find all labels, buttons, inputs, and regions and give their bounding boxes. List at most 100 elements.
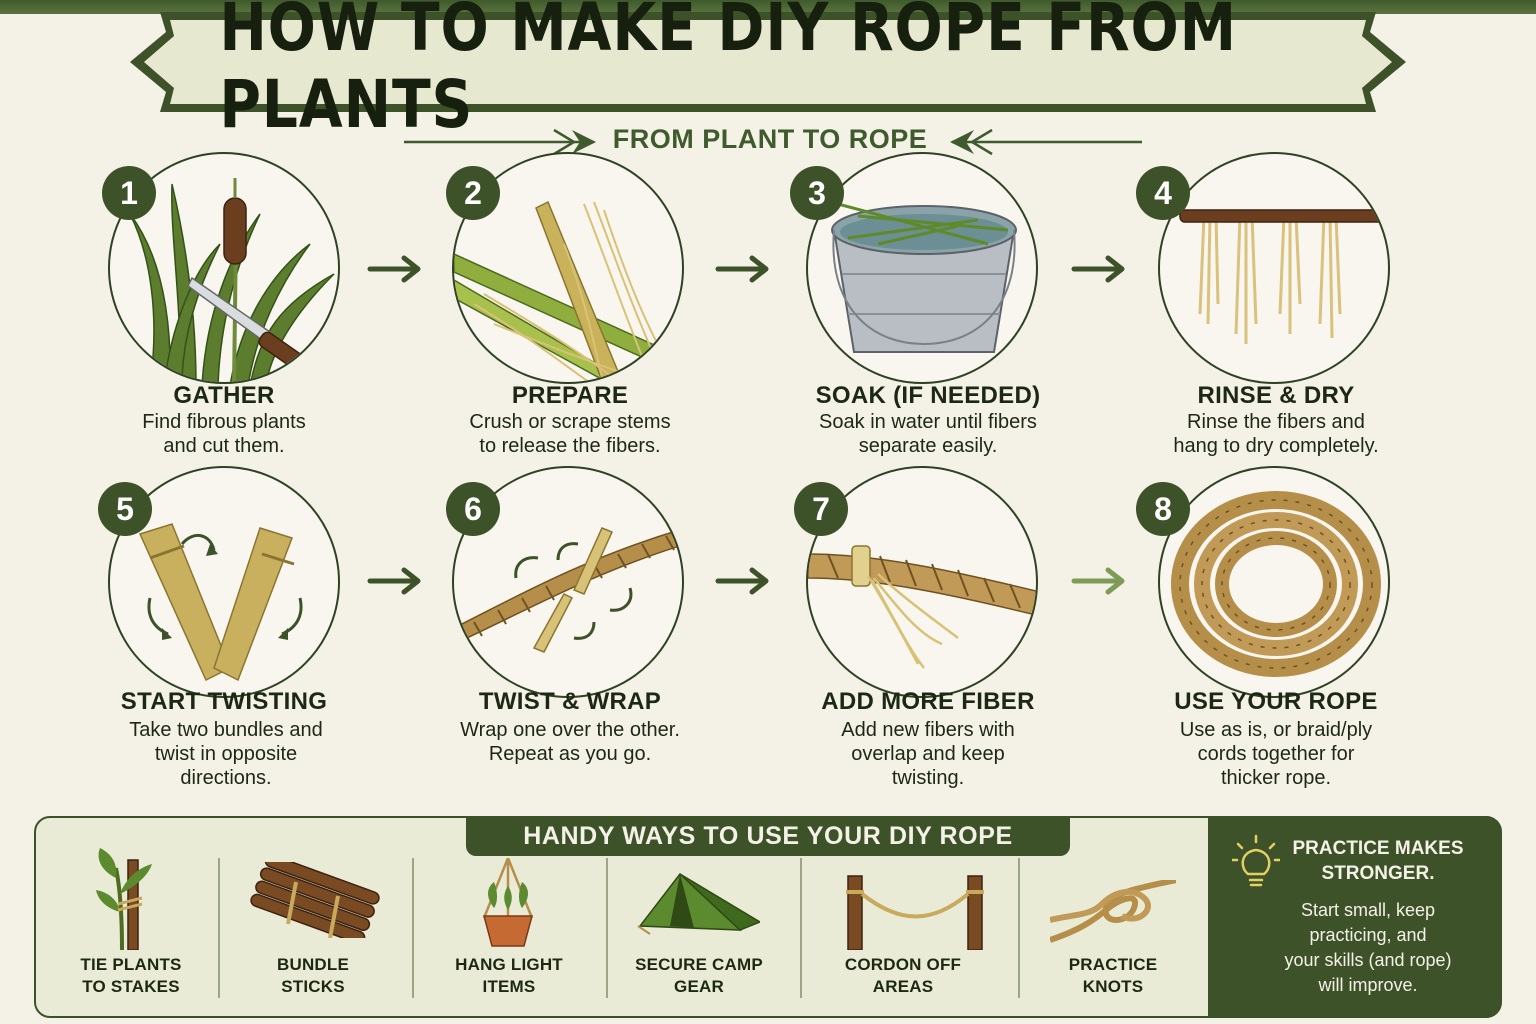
step-5-desc-line: directions. (180, 767, 272, 789)
step-2-desc: Crush or scrape stems to release the fib… (410, 410, 730, 458)
use-label-line: TIE PLANTS (80, 955, 182, 974)
practice-text-line: practicing, and (1309, 925, 1427, 945)
step-7-desc-line: overlap and keep (851, 743, 1005, 765)
step-3-desc-line: Soak in water until fibers (819, 411, 1037, 433)
knot-icon (1050, 880, 1176, 943)
step-3-title: SOAK (IF NEEDED) (815, 382, 1041, 409)
cattail-knife-icon (129, 178, 335, 382)
step-3-number: 3 (790, 166, 844, 220)
step-4-image (1158, 152, 1390, 384)
step-8-image (1158, 466, 1390, 698)
practice-title-line: PRACTICE MAKES (1292, 838, 1464, 859)
practice-text-line: your skills (and rope) (1284, 950, 1452, 970)
subtitle-row: FROM PLANT TO ROPE (400, 122, 1142, 162)
step-2-desc-line: to release the fibers. (479, 435, 661, 457)
use-label-line: STICKS (281, 977, 345, 996)
arrow-right-icon (367, 567, 421, 595)
step-8-number: 8 (1136, 482, 1190, 536)
step-5-desc: Take two bundles and twist in opposite d… (66, 718, 386, 790)
divider (800, 858, 802, 998)
divider (606, 858, 608, 998)
rope-barrier-icon (846, 875, 984, 950)
step-6-desc: Wrap one over the other. Repeat as you g… (410, 718, 730, 766)
step-4-desc-line: Rinse the fibers and (1187, 411, 1365, 433)
use-label-line: BUNDLE (276, 955, 350, 974)
step-7-desc-line: Add new fibers with (841, 719, 1015, 741)
step-6-title: TWIST & WRAP (478, 688, 662, 715)
use-label-line: PRACTICE (1068, 955, 1158, 974)
step-1-desc-line: Find fibrous plants (142, 411, 306, 433)
step-7-title: ADD MORE FIBER (821, 688, 1035, 715)
use-label-line: TO STAKES (82, 977, 180, 996)
practice-title-line: STRONGER. (1321, 863, 1435, 884)
uses-header: HANDY WAYS TO USE YOUR DIY ROPE (466, 816, 1070, 856)
use-label-line: KNOTS (1082, 977, 1144, 996)
arrow-right-icon (715, 255, 769, 283)
step-7-desc-line: twisting. (891, 767, 965, 789)
use-label: HANG LIGHT ITEMS (414, 954, 604, 998)
rope-coil-icon (1171, 491, 1381, 677)
step-2-title: PREPARE (511, 382, 629, 409)
tent-icon (637, 872, 760, 935)
drying-fibers-icon (1179, 209, 1388, 344)
use-label: CORDON OFF AREAS (808, 954, 998, 998)
step-8-desc-line: thicker rope. (1220, 767, 1332, 789)
step-5-desc-line: Take two bundles and (129, 719, 323, 741)
use-label-line: AREAS (872, 977, 934, 996)
step-5-number: 5 (98, 482, 152, 536)
step-4-number: 4 (1136, 166, 1190, 220)
bucket-icon (831, 202, 1017, 353)
step-8-desc-line: cords together for (1197, 743, 1355, 765)
page-title: HOW TO MAKE DIY ROPE FROM PLANTS (219, 0, 1238, 143)
step-1-title: GATHER (173, 382, 275, 409)
step-7-desc: Add new fibers with overlap and keep twi… (768, 718, 1088, 790)
step-8-desc-line: Use as is, or braid/ply (1179, 719, 1373, 741)
practice-title: PRACTICE MAKES STRONGER. (1280, 836, 1476, 886)
arrow-right-icon (1071, 255, 1125, 283)
stick-bundle-icon (250, 862, 380, 938)
step-3-desc: Soak in water until fibers separate easi… (768, 410, 1088, 458)
banner-ribbon (130, 12, 1406, 112)
step-1-image (108, 152, 340, 384)
step-4-title: RINSE & DRY (1197, 382, 1355, 409)
arrow-right-icon (715, 567, 769, 595)
step-2-number: 2 (446, 166, 500, 220)
use-label: TIE PLANTS TO STAKES (36, 954, 226, 998)
forest-strip (0, 0, 1536, 14)
plant-stake-icon (96, 848, 152, 950)
two-bundles-icon (138, 523, 303, 682)
step-8-desc: Use as is, or braid/ply cords together f… (1116, 718, 1436, 790)
title-banner: HOW TO MAKE DIY ROPE FROM PLANTS (130, 0, 1406, 143)
divider (218, 858, 220, 998)
step-1-desc: Find fibrous plants and cut them. (64, 410, 384, 458)
step-5-title: START TWISTING (120, 688, 328, 715)
twist-wrap-icon (454, 527, 682, 653)
use-label-line: GEAR (674, 977, 724, 996)
step-6-desc-line: Repeat as you go. (488, 743, 652, 765)
divider (1018, 858, 1020, 998)
use-label-line: HANG LIGHT (455, 955, 563, 974)
practice-text: Start small, keep practicing, and your s… (1240, 898, 1496, 998)
use-label-line: ITEMS (482, 977, 536, 996)
crushed-stems-icon (454, 200, 676, 382)
step-4-desc: Rinse the fibers and hang to dry complet… (1116, 410, 1436, 458)
subtitle: FROM PLANT TO ROPE (612, 124, 928, 154)
divider (412, 858, 414, 998)
add-fiber-icon (808, 545, 1036, 669)
practice-text-line: Start small, keep (1300, 900, 1436, 920)
step-1-number: 1 (102, 166, 156, 220)
lightbulb-icon (1232, 834, 1280, 887)
practice-text-line: will improve. (1318, 975, 1418, 995)
hanging-planter-icon (482, 858, 534, 947)
step-2-image (452, 152, 684, 384)
step-7-number: 7 (794, 482, 848, 536)
right-arrow-decoration (950, 128, 1142, 156)
step-2-desc-line: Crush or scrape stems (469, 411, 671, 433)
use-label-line: SECURE CAMP (635, 955, 763, 974)
step-3-image (806, 152, 1038, 384)
use-label: BUNDLE STICKS (218, 954, 408, 998)
arrow-right-icon (1071, 567, 1125, 595)
step-6-desc-line: Wrap one over the other. (460, 719, 680, 741)
use-label-line: CORDON OFF (844, 955, 962, 974)
use-label: SECURE CAMP GEAR (604, 954, 794, 998)
